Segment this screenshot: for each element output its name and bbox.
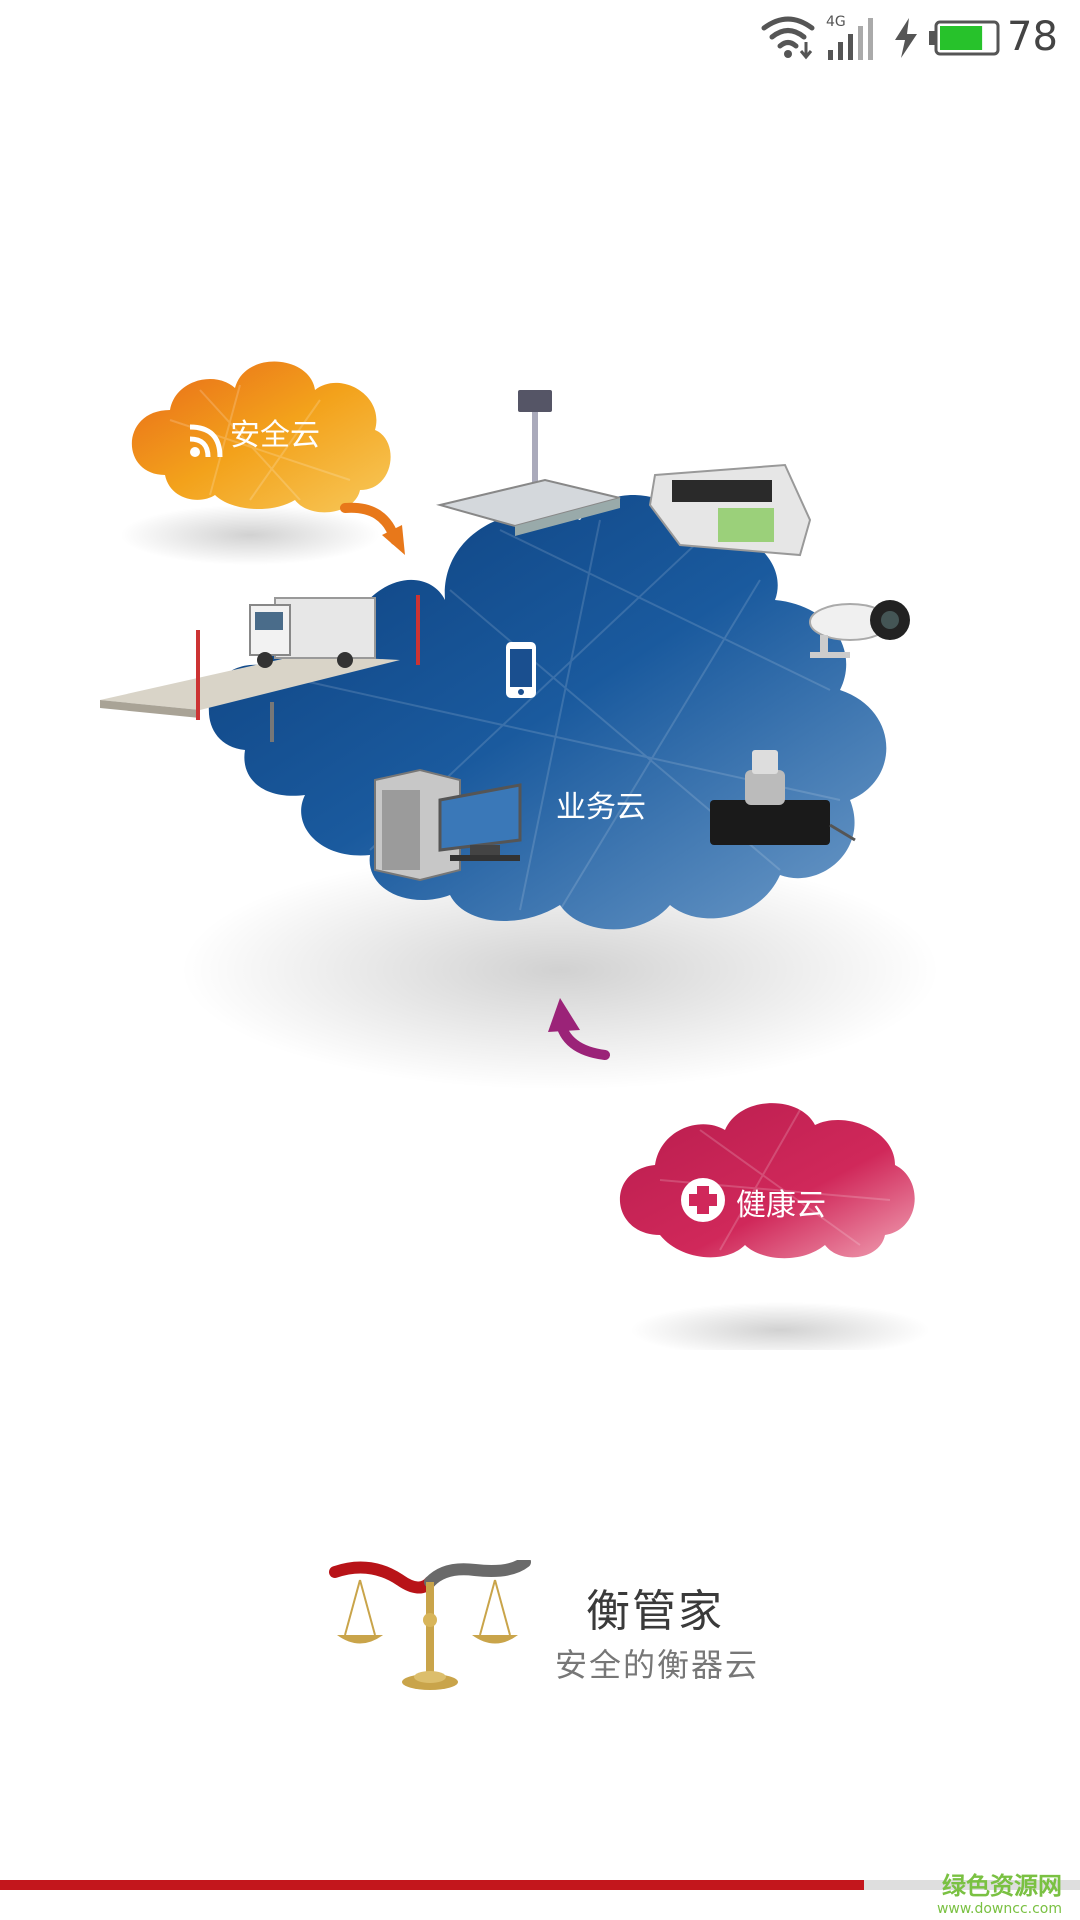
security-cloud-label: 安全云 (230, 418, 320, 453)
platform-scale (436, 390, 621, 536)
medical-cross-icon (681, 1178, 725, 1222)
loading-progress-fill (0, 1880, 864, 1890)
loading-progress-bar (0, 1880, 1080, 1890)
battery-level: 78 (1007, 14, 1058, 60)
weighing-indicator (648, 463, 812, 557)
business-cloud-label: 业务云 (556, 790, 646, 825)
battery-icon (929, 20, 1000, 56)
desktop-computer (374, 768, 522, 882)
brand-subtitle: 安全的衡器云 (555, 1646, 760, 1684)
security-cloud (131, 361, 391, 513)
network-type-label: 4G (826, 14, 846, 30)
charging-icon (895, 18, 917, 58)
status-bar: 4G 78 (0, 0, 1080, 75)
wifi-icon (761, 16, 815, 60)
smartphone-icon (506, 642, 536, 698)
health-cloud-label: 健康云 (736, 1188, 826, 1223)
truck-scale (100, 595, 420, 742)
brand-title: 衡管家 (586, 1586, 724, 1637)
load-cell (710, 750, 856, 845)
watermark-text: 绿色资源网 (942, 1872, 1062, 1900)
rss-icon (189, 424, 223, 458)
watermark: 绿色资源网 www.downcc.com (937, 1866, 1062, 1917)
cellular-signal-icon: 4G (826, 14, 873, 60)
cloud-illustration (100, 361, 940, 1350)
security-camera (809, 600, 910, 658)
watermark-url: www.downcc.com (936, 1901, 1062, 1917)
balance-scale-logo (329, 1560, 531, 1690)
